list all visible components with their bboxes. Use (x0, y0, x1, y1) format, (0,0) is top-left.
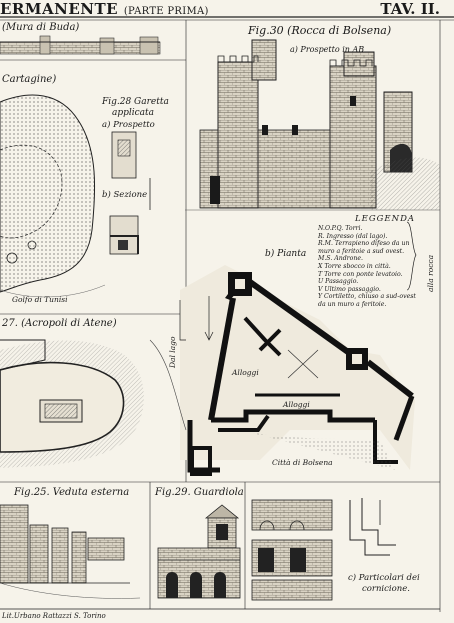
caption-prospetto: a) Prospetto (102, 120, 155, 130)
legend-line: N.O.P.Q. Torri. (318, 225, 363, 232)
rocca-plan (179, 265, 415, 476)
legend-line: da un muro a feritoie. (318, 300, 387, 308)
legend-line: M.S. Androne. (318, 255, 363, 263)
label-golfo-tunisi: Golfo di Tunisi (12, 295, 68, 304)
legend-line: Y Cortiletto, chiuso a sud-ovest (318, 293, 416, 301)
buda-walls-illustration (0, 35, 161, 55)
label-citta-bolsena: Città di Bolsena (272, 458, 333, 467)
legend-line: muro a feritoie a sud ovest. (318, 247, 405, 255)
legend-line: U Passaggio. (318, 278, 359, 286)
caption-fig25: Fig.25. Veduta esterna (14, 487, 130, 498)
frame-lines (0, 16, 454, 612)
legend-brace (406, 221, 417, 291)
plate-number: TAV. II. (380, 0, 440, 18)
plate-title-sub: (PARTE PRIMA) (123, 6, 209, 17)
plate-title: ERMANENTE (PARTE PRIMA) (0, 0, 209, 18)
caption-cornicione: cornicione. (362, 584, 410, 594)
caption-fig30: Fig.30 (Rocca di Bolsena) (248, 24, 392, 37)
legend-line: X Torre sbocco in città. (318, 262, 391, 270)
lithographer-credit: Lit.Urbano Rattazzi S. Torino (2, 612, 106, 620)
label-alloggi-2: Alloggi (283, 400, 310, 409)
caption-prospetto-ab: a) Prospetto in AB (290, 45, 365, 54)
label-dal-lago: Dal lago (168, 336, 177, 368)
legend-line: R.M. Terrapieno difeso da un (318, 240, 410, 248)
caption-cartagine: Cartagine) (2, 74, 57, 85)
acropolis-map (0, 339, 187, 468)
carthage-map (0, 94, 106, 298)
plate-title-main: ERMANENTE (0, 0, 119, 18)
guardiola-drawing (157, 504, 241, 599)
caption-particolari: c) Particolari dei (348, 573, 420, 583)
cornice-details (251, 498, 396, 601)
caption-fig29: Fig.29. Guardiola (155, 487, 244, 498)
rocca-bolsena-elevation (185, 39, 440, 211)
legend-title: LEGGENDA (355, 214, 416, 224)
external-view-walls (0, 504, 141, 599)
caption-fig28-applicata: applicata (112, 108, 155, 118)
caption-fig28: Fig.28 Garetta (102, 97, 169, 107)
legend-line: T Torre con ponte levatoio. (318, 270, 403, 278)
legend-line: V Ultimo passaggio. (318, 285, 381, 293)
legend-line: R. Ingresso (dal lago). (318, 232, 388, 240)
caption-pianta: b) Pianta (265, 249, 307, 259)
label-alloggi-1: Alloggi (232, 368, 259, 377)
caption-fig27: 27. (Acropoli di Atene) (2, 318, 117, 329)
caption-mura-buda: (Mura di Buda) (2, 22, 80, 33)
legend-list: N.O.P.Q. Torri. R. Ingresso (dal lago). … (318, 225, 438, 309)
garetta-drawings (109, 131, 151, 255)
caption-sezione: b) Sezione (102, 190, 148, 200)
